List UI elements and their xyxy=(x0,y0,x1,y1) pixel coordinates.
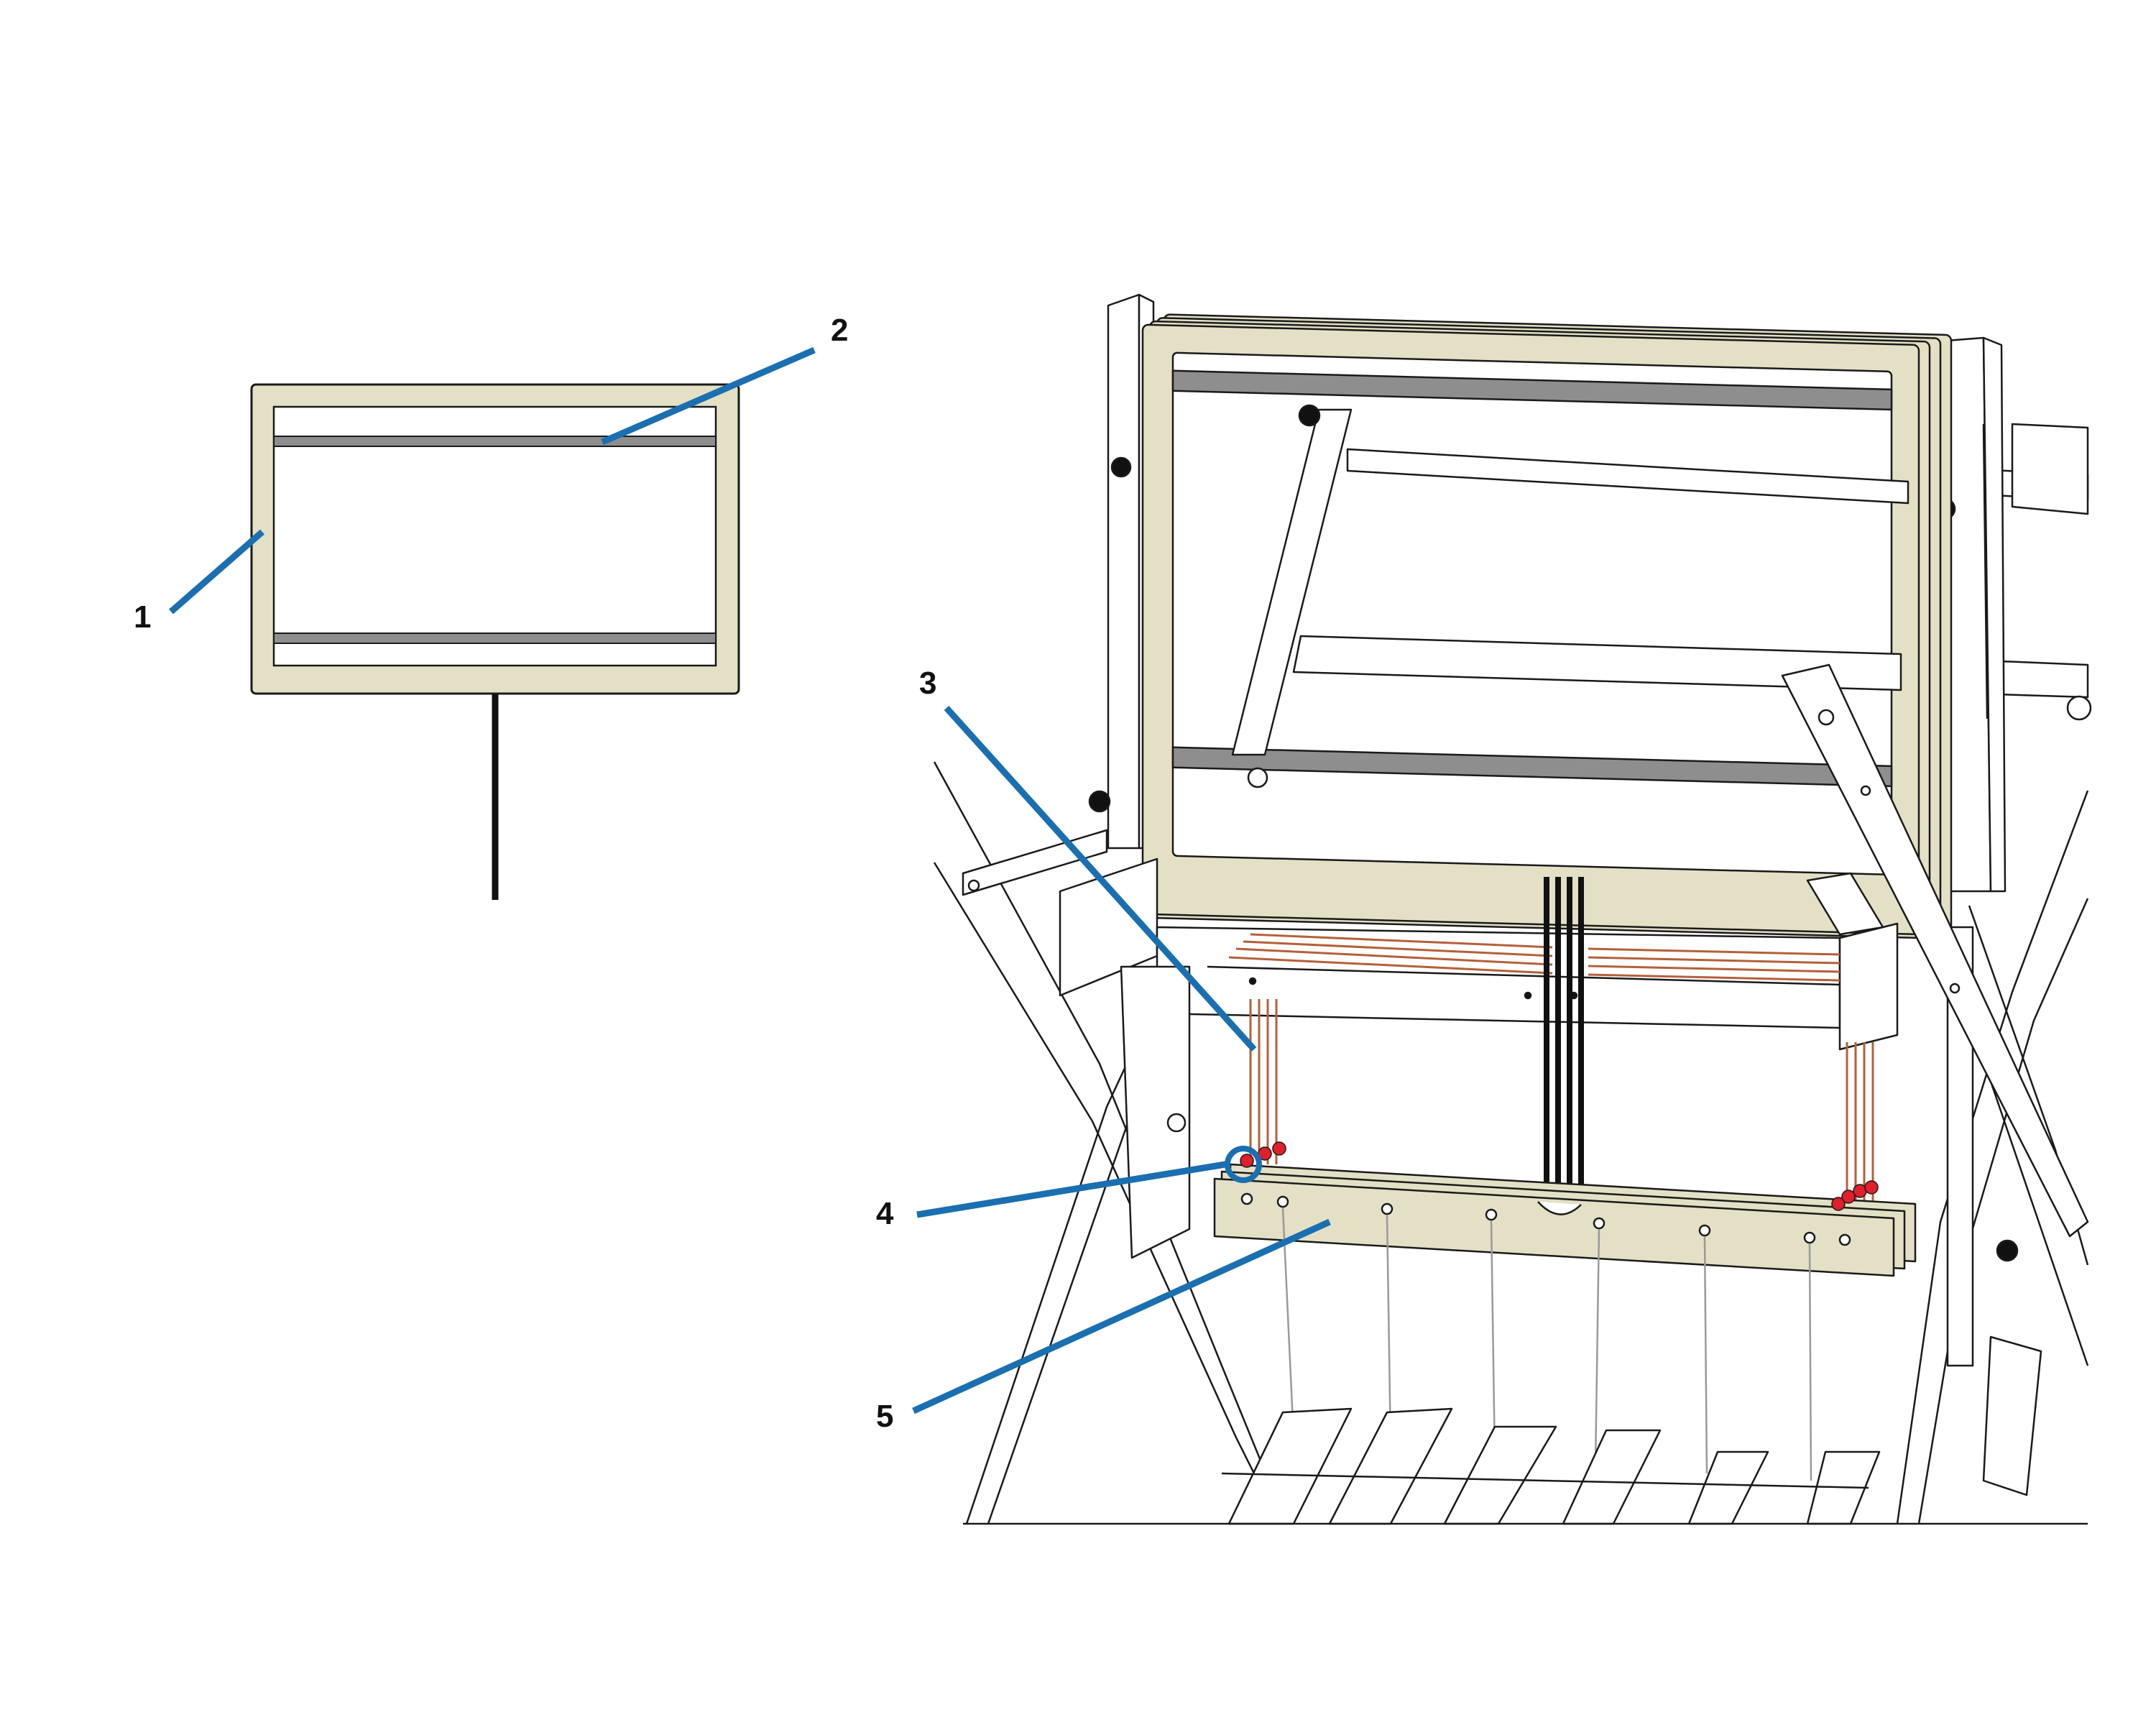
right-lower-upright xyxy=(1946,926,1974,1367)
treadle-2 xyxy=(1328,1407,1453,1525)
left-upright-front xyxy=(1107,293,1141,850)
left-heddle-wires xyxy=(1249,999,1278,1164)
pin-right-2 xyxy=(1841,1190,1856,1204)
heddle-eye-highlight-ring xyxy=(1225,1146,1262,1183)
callout-1: 1 xyxy=(134,599,151,635)
shaft-frame-front xyxy=(1141,323,1920,935)
back-beam-right xyxy=(2011,423,2089,515)
pin-right-4 xyxy=(1864,1180,1879,1195)
heddle-bar-top xyxy=(273,436,717,447)
diagonal-brace-through xyxy=(1231,408,1353,756)
lever-arm-hole-a xyxy=(1860,785,1871,796)
leader-line-5 xyxy=(912,1218,1331,1414)
shaft-frame-detail xyxy=(250,383,740,900)
center-heddle-bundle xyxy=(1544,877,1584,1193)
leader-line-1 xyxy=(169,529,264,615)
pin-left-1 xyxy=(1240,1154,1254,1168)
leader-line-4 xyxy=(916,1161,1226,1218)
pin-right-3 xyxy=(1853,1184,1867,1198)
right-lower-bolt xyxy=(1996,1239,2019,1262)
leader-lines xyxy=(169,346,1331,1414)
treadle-5 xyxy=(1687,1450,1769,1525)
left-upright-knob xyxy=(1110,456,1132,478)
leader-line-3 xyxy=(944,705,1257,1052)
lamm-bar-front xyxy=(1213,1177,1895,1277)
frame-knob-upper xyxy=(1298,404,1321,427)
pin-right-1 xyxy=(1831,1197,1846,1211)
heddle-pins xyxy=(1240,1141,1879,1211)
left-lower-upright xyxy=(1120,965,1191,1259)
right-leg-diagonal-b xyxy=(1917,898,2089,1524)
lamm-cords xyxy=(1228,933,1841,982)
pin-left-3 xyxy=(1272,1141,1286,1156)
right-heddle-wires xyxy=(1846,1042,1874,1208)
loom-castle-illustration xyxy=(933,293,2092,1525)
lamm-bar-holes xyxy=(1240,1192,1851,1246)
rear-crossbar-lower xyxy=(1292,635,1902,691)
right-roller xyxy=(2066,695,2092,721)
leader-line-2 xyxy=(601,346,816,446)
lever-arm-screw xyxy=(1818,709,1835,726)
treadle-crossbar xyxy=(1221,1472,1869,1489)
front-frame-heddle-bar-top xyxy=(1171,369,1893,411)
treadle-3 xyxy=(1443,1425,1557,1525)
lever-arm xyxy=(1781,663,2089,1238)
crossbar-dot-center-a xyxy=(1524,991,1532,1000)
treadle-4 xyxy=(1562,1429,1662,1525)
callout-labels: 1 2 3 4 5 xyxy=(134,313,936,1434)
left-peg-hole xyxy=(967,879,980,892)
crossbar-dot-left xyxy=(1248,977,1257,985)
callout-5: 5 xyxy=(876,1399,893,1434)
lever-hook xyxy=(1806,872,1884,936)
frame-knob-lower xyxy=(1247,767,1268,788)
heddle-bar-bottom xyxy=(273,632,717,644)
right-lower-paddle xyxy=(1982,1335,2042,1496)
lever-arm-hole-b xyxy=(1949,983,1961,994)
right-upright-slot xyxy=(1982,423,1989,719)
rear-crossbar-upper xyxy=(1346,448,1909,505)
treadles xyxy=(1227,1407,1881,1525)
callout-2: 2 xyxy=(831,313,848,348)
lamm-bar-notch xyxy=(1537,1201,1582,1215)
right-upright-side xyxy=(1982,336,2007,893)
castle-crossbar-edge xyxy=(1207,965,1841,986)
treadle-cords xyxy=(1281,1207,1812,1481)
left-lower-bolt xyxy=(1166,1113,1187,1133)
right-leg-diagonal-a xyxy=(1896,790,2089,1524)
shaft-frame-opening xyxy=(272,405,717,667)
callout-4: 4 xyxy=(876,1196,894,1231)
left-peg-knob xyxy=(1088,790,1111,813)
callout-3: 3 xyxy=(919,666,936,701)
front-frame-heddle-bar-bottom xyxy=(1171,746,1893,788)
castle-crossbar-right-block xyxy=(1838,922,1899,1051)
